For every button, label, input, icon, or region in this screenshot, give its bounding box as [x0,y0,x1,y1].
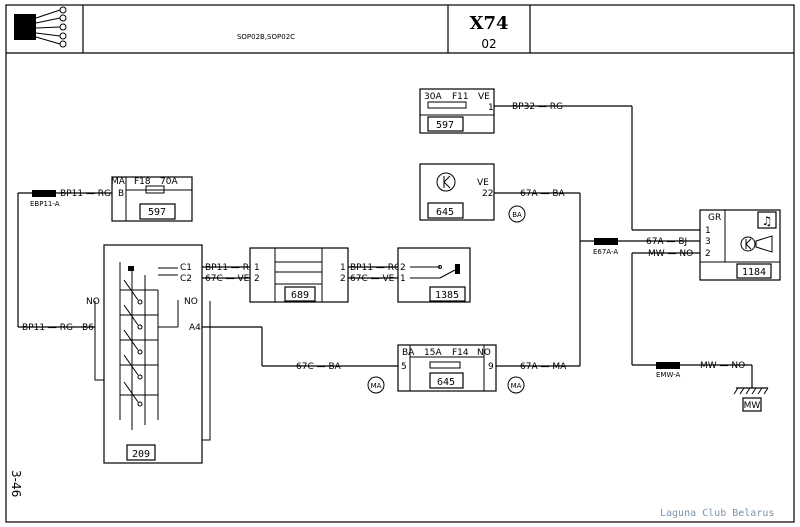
right-color: NO [477,348,491,358]
wire-r2: 67C — VE [350,274,395,284]
pin-c1: C1 [180,263,192,273]
variant-text: SOP02B,SOP02C [237,33,295,41]
label-no-right: NO [184,297,198,307]
pin-b6: B6 [82,323,94,333]
wire-bp32: BP32 — RG [512,102,563,112]
ground-icon [733,365,769,412]
pin-1-right: 1 [340,263,346,273]
wire-c2: 67C — VE [205,274,250,284]
wire-mw-no: MW — NO [648,249,693,259]
fuse-rating: 30A [424,92,442,102]
component-id: 645 [436,207,454,218]
wire-a4-67c-ba: 67C — BA [296,362,342,372]
component-id: 645 [437,377,455,388]
component-689: 689 1 2 1 2 [249,247,349,303]
component-1385: 1385 2 1 [397,247,471,303]
pin-c2: C2 [180,274,192,284]
ma-circle-1 [367,376,385,394]
component-id: 597 [148,207,166,218]
right-pin: 9 [488,362,494,372]
pin-2-left: 2 [254,274,260,284]
component-id: 209 [132,449,150,460]
diagram-subcode: 02 [481,37,496,51]
component-id: 597 [436,120,454,131]
wire-mw-no-ground: MW — NO [700,361,745,371]
pin-number: 1 [488,103,494,113]
splice-e67a-a-label: E67A-A [593,248,618,256]
wire-r1: BP11 — RG [350,263,401,273]
connector-label: GR [708,213,721,223]
pin-3: 3 [705,237,711,247]
wire-67a-ba: 67A — BA [520,189,566,199]
pin-number: 22 [482,189,493,199]
ma-circle-1-label: MA [371,382,382,390]
connector-label: MA [111,177,126,187]
wire-67a-bj: 67A — BJ [646,237,687,247]
switch-matrix [94,262,211,441]
pin-2: 2 [705,249,711,259]
pin-1: 1 [400,274,406,284]
component-id: 1385 [435,290,459,301]
component-id: 1184 [742,267,766,278]
svg-text:♫: ♫ [762,214,773,228]
fuse-rating: 70A [160,177,178,187]
splice-emw-a [656,362,680,369]
diagram-code: X74 [469,13,508,34]
component-id: 689 [291,290,309,301]
fuse-id: F18 [134,177,151,187]
wire-bp11-left: BP11 — RG [22,323,73,333]
ma-circle-2-label: MA [511,382,522,390]
fuse-id: F14 [452,348,469,358]
component-645-top: VE 22 645 [419,163,495,221]
left-pin: 5 [401,362,407,372]
wire-bp11-top: BP11 — RG [60,189,111,199]
component-597-top: 30A F11 VE 1 597 [419,88,495,134]
pin-a4: A4 [189,323,201,333]
splice-ebp11-a [32,190,56,197]
pin-2-right: 2 [340,274,346,284]
splice-ebp11-a-label: EBP11-A [30,200,60,208]
fuse-id: F11 [452,92,469,102]
pin-2: 2 [400,263,406,273]
pin-color: VE [477,178,489,188]
splice-emw-a-label: EMW-A [656,371,680,379]
wire-c1: BP11 — RG [205,263,256,273]
horn-icon: ♫ [740,211,777,253]
watermark: Laguna Club Belarus [660,508,774,519]
ma-circle-2 [507,376,525,394]
fuse-rating: 15A [424,348,442,358]
pin-1: 1 [705,226,711,236]
ground-id: MW [744,401,761,411]
connector-logo-icon [14,6,67,48]
wire-67a-ma: 67A — MA [520,362,567,372]
ba-circle-label: BA [512,211,522,219]
pin-number: B [118,189,124,199]
component-597-left: MA F18 70A B 597 [111,176,193,222]
component-1184: GR 1 3 2 1184 [699,209,781,281]
component-645-bottom: 645 BA 15A F14 NO 5 9 [397,344,497,392]
pin-1-left: 1 [254,263,260,273]
label-no-left: NO [86,297,100,307]
left-color: BA [402,348,415,358]
page-number: 3-46 [9,470,23,497]
pin-color: VE [478,92,490,102]
ba-circle [508,205,526,223]
